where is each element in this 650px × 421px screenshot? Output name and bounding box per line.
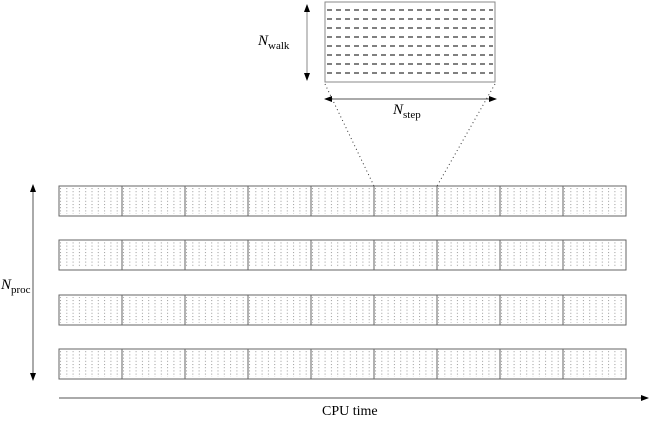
walk-block-dots [249, 297, 310, 323]
processor-row [58, 185, 627, 217]
walk-block-dots [186, 351, 247, 377]
walker-lines [327, 9, 493, 74]
walk-block-dots [60, 242, 121, 268]
walk-block-dots [249, 188, 310, 214]
walk-block-dots [123, 242, 184, 268]
walk-block [562, 185, 627, 217]
walk-block-dots [501, 188, 562, 214]
walk-block-dots [312, 188, 373, 214]
walk-block-dots [375, 188, 436, 214]
walk-block-dots [564, 188, 625, 214]
walk-block-dots [375, 242, 436, 268]
walk-block-dots [312, 297, 373, 323]
walk-block-dots [249, 242, 310, 268]
processor-row [58, 239, 627, 271]
walk-block-dots [186, 297, 247, 323]
walk-block-dots [438, 297, 499, 323]
walk-block-dots [375, 351, 436, 377]
walk-block-dots [186, 242, 247, 268]
walk-block-dots [438, 351, 499, 377]
walk-block-dots [438, 188, 499, 214]
x-axis-label: CPU time [322, 404, 378, 419]
zoom-guide-line [324, 83, 375, 187]
walk-block-dots [312, 351, 373, 377]
walk-block-dots [186, 188, 247, 214]
n-walk-label: Nwalk [258, 33, 290, 52]
walk-block-dots [60, 297, 121, 323]
walk-block-dots [123, 188, 184, 214]
n-step-label: Nstep [393, 102, 421, 121]
walk-block-dots [564, 242, 625, 268]
walk-block-dots [123, 351, 184, 377]
walk-block [562, 239, 627, 271]
walk-block-dots [249, 351, 310, 377]
walk-block-dots [501, 242, 562, 268]
processor-rows [58, 185, 627, 380]
walk-block [562, 294, 627, 326]
processor-row [58, 348, 627, 380]
walk-block-dots [123, 297, 184, 323]
walk-block-dots [60, 351, 121, 377]
walk-block-dots [438, 242, 499, 268]
walk-block-dots [375, 297, 436, 323]
walk-block-dots [501, 297, 562, 323]
n-proc-label: Nproc [1, 277, 31, 296]
zoomed-block [324, 1, 496, 83]
walk-block-dots [312, 242, 373, 268]
walk-block-dots [564, 351, 625, 377]
walk-block-dots [60, 188, 121, 214]
walk-block-dots [564, 297, 625, 323]
processor-row [58, 294, 627, 326]
walk-block-dots [501, 351, 562, 377]
walk-block [562, 348, 627, 380]
